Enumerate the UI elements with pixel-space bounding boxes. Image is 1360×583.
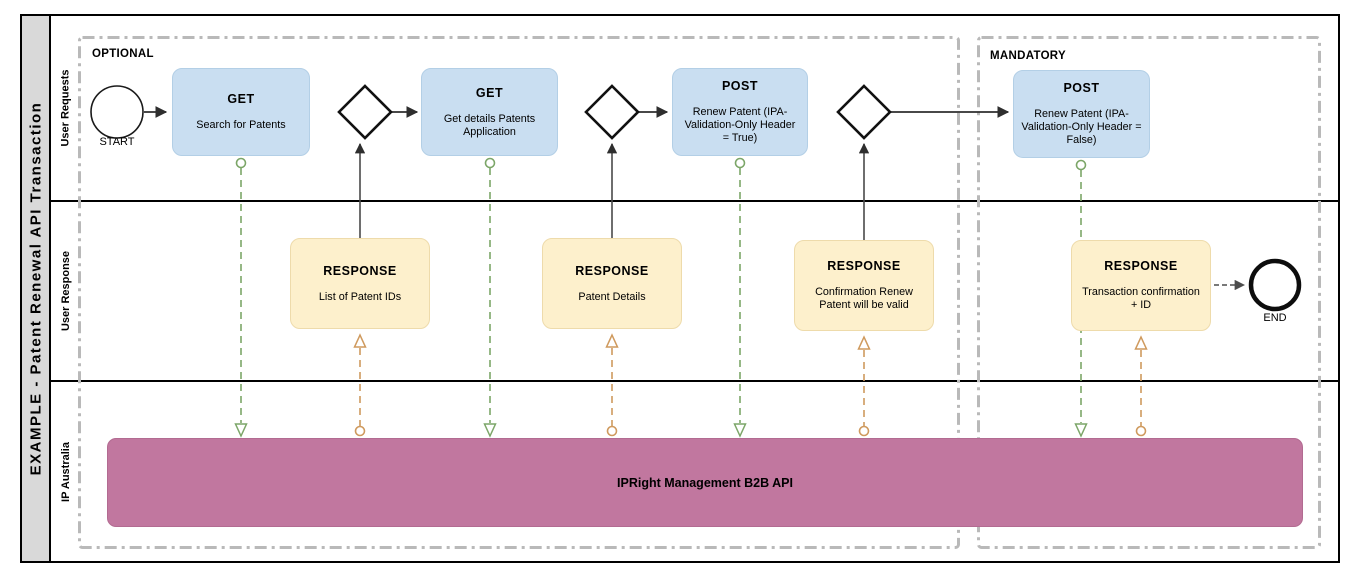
lane-label-text: IP Australia (60, 441, 73, 502)
lane-label-user-response: User Response (51, 202, 81, 380)
task-method: POST (721, 79, 759, 93)
task-description: Renew Patent (IPA-Validation-Only Header… (684, 106, 796, 144)
lane-divider (51, 200, 1338, 202)
task-get-patent-details: GET Get details Patents Application (421, 68, 558, 156)
task-get-search-patents: GET Search for Patents (172, 68, 310, 156)
task-description: Transaction confirmation + ID (1082, 286, 1200, 311)
task-response-transaction-confirmation: RESPONSE Transaction confirmation + ID (1071, 240, 1211, 331)
lane-label-text: User Requests (60, 69, 73, 147)
task-description: Patent Details (578, 290, 646, 303)
task-response-patent-details: RESPONSE Patent Details (542, 238, 682, 329)
task-title: RESPONSE (323, 263, 397, 278)
task-title: RESPONSE (827, 259, 901, 273)
optional-group-label: OPTIONAL (92, 48, 154, 60)
lane-label-user-requests: User Requests (51, 16, 81, 200)
task-response-patent-ids: RESPONSE List of Patent IDs (290, 238, 430, 329)
task-response-confirmation-valid: RESPONSE Confirmation Renew Patent will … (794, 240, 934, 331)
task-post-renew-validation-true: POST Renew Patent (IPA-Validation-Only H… (672, 68, 808, 156)
task-title: RESPONSE (1104, 259, 1178, 273)
api-box: IPRight Management B2B API (107, 438, 1303, 527)
task-post-renew-validation-false: POST Renew Patent (IPA-Validation-Only H… (1013, 70, 1150, 158)
diagram-title: EXAMPLE - Patent Renewal API Transaction (27, 101, 44, 476)
task-method: POST (1063, 81, 1100, 95)
task-description: Search for Patents (196, 119, 286, 131)
task-description: Confirmation Renew Patent will be valid (815, 286, 913, 311)
task-description: List of Patent IDs (318, 290, 402, 303)
task-title: RESPONSE (575, 263, 649, 278)
end-event-label: END (1263, 312, 1287, 324)
pool-title-bar: EXAMPLE - Patent Renewal API Transaction (20, 14, 51, 563)
task-method: GET (475, 85, 504, 100)
lane-divider (51, 380, 1338, 382)
mandatory-group-label: MANDATORY (990, 50, 1066, 62)
task-description: Get details Patents Application (443, 112, 536, 138)
task-description: Renew Patent (IPA-Validation-Only Header… (1021, 108, 1142, 146)
start-event-label: START (99, 136, 135, 148)
api-box-label: IPRight Management B2B API (617, 475, 793, 490)
task-method: GET (227, 92, 255, 106)
lane-label-text: User Response (60, 250, 72, 332)
lane-label-ip-australia: IP Australia (51, 382, 81, 561)
